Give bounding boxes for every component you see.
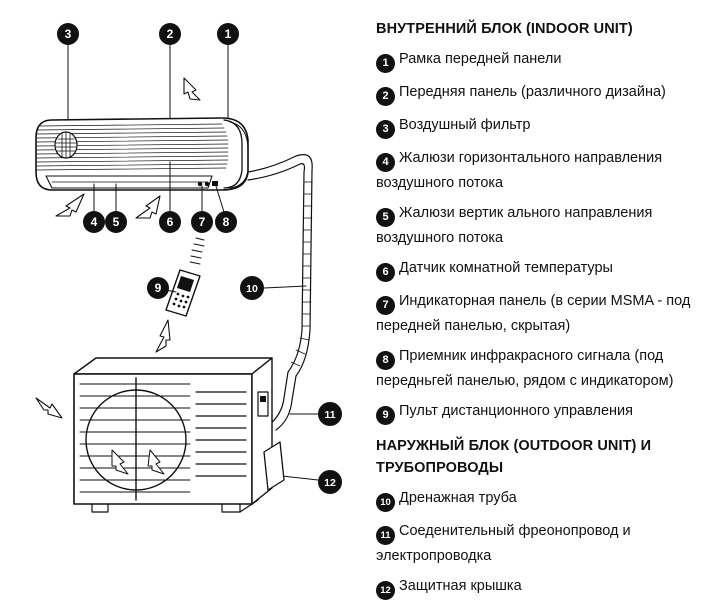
svg-text:1: 1 [225, 27, 232, 41]
legend-number-3: 3 [376, 120, 395, 139]
connecting-pipe [247, 154, 319, 481]
svg-text:5: 5 [113, 215, 120, 229]
marker-9: 9 [147, 277, 169, 299]
svg-text:10: 10 [246, 283, 258, 295]
legend-text-3: Воздушный фильтр [399, 117, 531, 133]
legend-number-2: 2 [376, 87, 395, 106]
marker-1: 1 [217, 23, 239, 45]
legend-text-7: Индикаторная панель (в серии MSMA - под [399, 293, 691, 309]
indoor-section-title: ВНУТРЕННИЙ БЛОК (INDOOR UNIT) [376, 21, 633, 37]
legend-text-4-cont: воздушного потока [376, 175, 504, 191]
marker-8: 8 [215, 211, 237, 233]
legend-number-6: 6 [376, 263, 395, 282]
legend-number-8: 8 [376, 351, 395, 370]
outdoor-section-title: НАРУЖНЫЙ БЛОК (OUTDOOR UNIT) И ТРУБОПРОВ… [376, 435, 721, 479]
svg-text:6: 6 [167, 215, 174, 229]
legend-number-11: 11 [376, 526, 395, 545]
marker-7: 7 [191, 211, 213, 233]
marker-10: 10 [240, 276, 264, 300]
legend-number-7: 7 [376, 296, 395, 315]
svg-text:11: 11 [324, 409, 335, 421]
svg-text:7: 7 [199, 215, 206, 229]
legend-number-12: 12 [376, 581, 395, 600]
svg-text:4: 4 [91, 215, 98, 229]
legend-text-11: Соеденительный фреонопровод и [399, 523, 631, 539]
marker-4: 4 [83, 211, 105, 233]
legend-number-1: 1 [376, 54, 395, 73]
legend-number-10: 10 [376, 493, 395, 512]
svg-text:3: 3 [65, 27, 72, 41]
legend-number-9: 9 [376, 406, 395, 425]
legend-text-8-cont: передньгей панелью, рядом с индикатором) [376, 373, 674, 389]
legend-number-4: 4 [376, 153, 395, 172]
remote-control [165, 237, 205, 317]
legend-text-4: Жалюзи горизонтального направления [399, 150, 663, 166]
marker-3: 3 [57, 23, 79, 45]
outdoor-title-line1: НАРУЖНЫЙ БЛОК (OUTDOOR UNIT) И [376, 438, 652, 454]
marker-2: 2 [159, 23, 181, 45]
outdoor-unit [73, 357, 285, 513]
legend-text-7-cont: передней панелью, скрытая) [376, 318, 571, 334]
legend-text-5-cont: воздушного потока [376, 230, 504, 246]
legend-text-5: Жалюзи вертик ального направления [399, 205, 653, 221]
legend-text-9: Пульт дистанционного управления [399, 403, 633, 419]
legend-text-6: Датчик комнатной температуры [399, 260, 613, 276]
outdoor-title-line2: ТРУБОПРОВОДЫ [376, 460, 504, 476]
indoor-unit [35, 43, 249, 213]
legend-number-5: 5 [376, 208, 395, 227]
diagram-markers: 3 2 1 4 5 6 7 8 9 10 11 12 [57, 23, 342, 494]
marker-5: 5 [105, 211, 127, 233]
airflow-arrows [35, 77, 201, 419]
air-conditioner-diagram: 3 2 1 4 5 6 7 8 9 10 11 12 [35, 23, 342, 513]
legend-text-10: Дренажная труба [399, 490, 517, 506]
svg-text:12: 12 [324, 477, 336, 489]
svg-text:2: 2 [167, 27, 174, 41]
legend-text-12: Защитная крышка [399, 578, 522, 594]
legend-text-11-cont: электропроводка [376, 548, 492, 564]
svg-text:9: 9 [155, 281, 162, 295]
legend-text-2: Передняя панель (различного дизайна) [399, 84, 666, 100]
legend-text-1: Рамка передней панели [399, 51, 562, 67]
legend-text-8: Приемник инфракрасного сигнала (под [399, 348, 664, 364]
marker-12: 12 [318, 470, 342, 494]
marker-11: 11 [318, 402, 342, 426]
marker-6: 6 [159, 211, 181, 233]
svg-text:8: 8 [223, 215, 230, 229]
